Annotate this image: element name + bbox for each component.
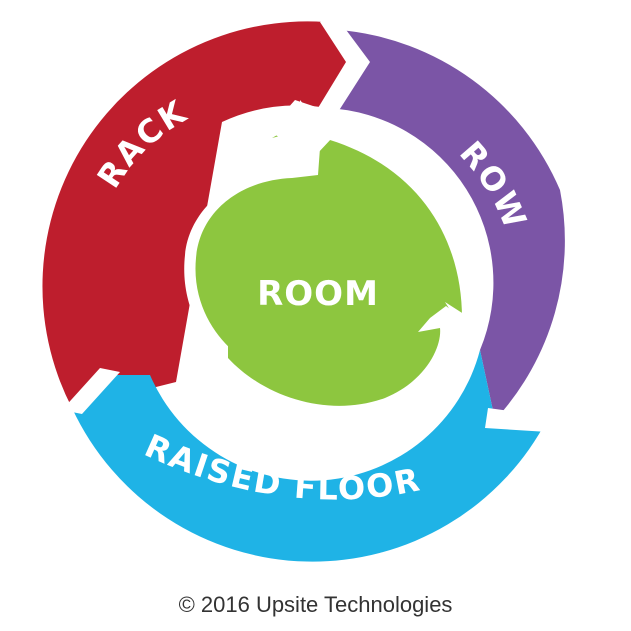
row-segment (327, 30, 565, 420)
copyright-text: © 2016 Upsite Technologies (178, 592, 453, 617)
separator-lines (62, 15, 560, 432)
raised-floor-segment (72, 350, 548, 562)
rack-segment (42, 21, 352, 408)
inner-arrowheads (268, 100, 470, 318)
room-center (195, 122, 462, 406)
room-label: ROOM (257, 274, 379, 314)
